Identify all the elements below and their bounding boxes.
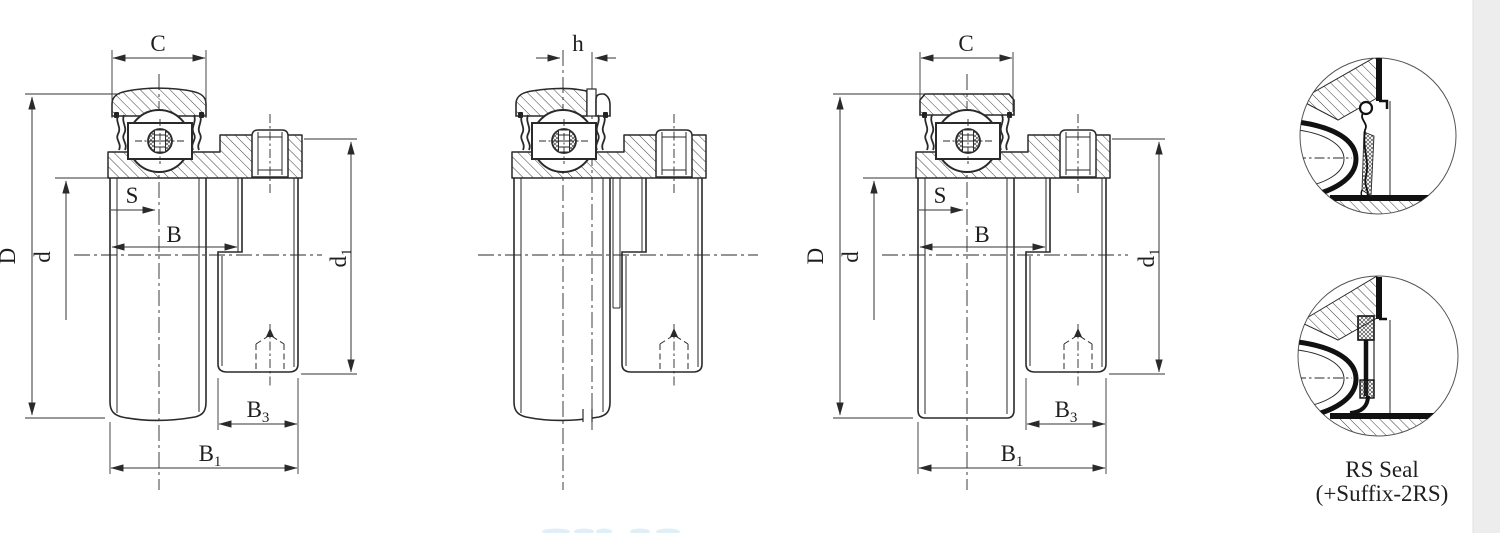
inner-ring-profile bbox=[1298, 339, 1359, 421]
detail-circle-rs-seal bbox=[1297, 275, 1459, 437]
shaft-cylinder bbox=[513, 178, 611, 422]
dim-label-D: D bbox=[0, 248, 20, 265]
figure-3-dimensions bbox=[833, 52, 1165, 474]
dim-label-d: d bbox=[838, 251, 863, 263]
figure-3-bearing-cylindrical-od: C D d S B d1 B3 B1 bbox=[803, 31, 1165, 490]
dim-label-d1: d1 bbox=[326, 249, 355, 268]
figure-1-bearing-spherical-od: C D d S B d1 B3 B1 bbox=[0, 31, 357, 490]
dim-label-d1: d1 bbox=[1134, 249, 1163, 268]
figure-1-dimensions bbox=[25, 50, 357, 474]
dim-label-B: B bbox=[166, 222, 181, 247]
dim-label-D: D bbox=[803, 248, 828, 265]
outer-ring-section bbox=[515, 87, 588, 117]
cropped-watermark bbox=[542, 528, 680, 533]
page-edge-strip bbox=[1473, 0, 1500, 533]
keyway-notch bbox=[583, 409, 592, 422]
dim-label-B1: B1 bbox=[1001, 441, 1024, 470]
inner-ring-profile bbox=[1300, 119, 1359, 201]
dim-label-S: S bbox=[126, 183, 139, 208]
dim-label-C: C bbox=[958, 31, 973, 56]
rs-seal-profile bbox=[1349, 315, 1375, 415]
detail-circle-standard-seal bbox=[1299, 57, 1457, 215]
rs-seal-caption-line1: RS Seal bbox=[1345, 457, 1418, 482]
shaft-cylinder bbox=[109, 178, 207, 422]
shaft-cylinder bbox=[917, 178, 1015, 419]
outer-ring-notch bbox=[586, 88, 597, 117]
bearing-core bbox=[107, 109, 303, 389]
outer-ring-section bbox=[111, 87, 207, 117]
dim-label-S: S bbox=[934, 183, 947, 208]
outer-ring-tab bbox=[595, 93, 611, 117]
bearing-core bbox=[511, 109, 707, 389]
rs-seal-caption-line2: (+Suffix-2RS) bbox=[1316, 481, 1449, 506]
figure-2-bearing-eccentric: h bbox=[478, 31, 758, 490]
dim-label-d: d bbox=[30, 251, 55, 263]
dim-label-B3: B3 bbox=[1055, 397, 1078, 426]
bearing-core bbox=[915, 109, 1111, 389]
dim-label-h: h bbox=[572, 31, 584, 56]
dim-label-B1: B1 bbox=[199, 441, 222, 470]
dim-label-B3: B3 bbox=[247, 397, 270, 426]
dim-label-C: C bbox=[150, 31, 165, 56]
standard-seal-profile bbox=[1358, 100, 1375, 199]
dim-label-B: B bbox=[974, 222, 989, 247]
